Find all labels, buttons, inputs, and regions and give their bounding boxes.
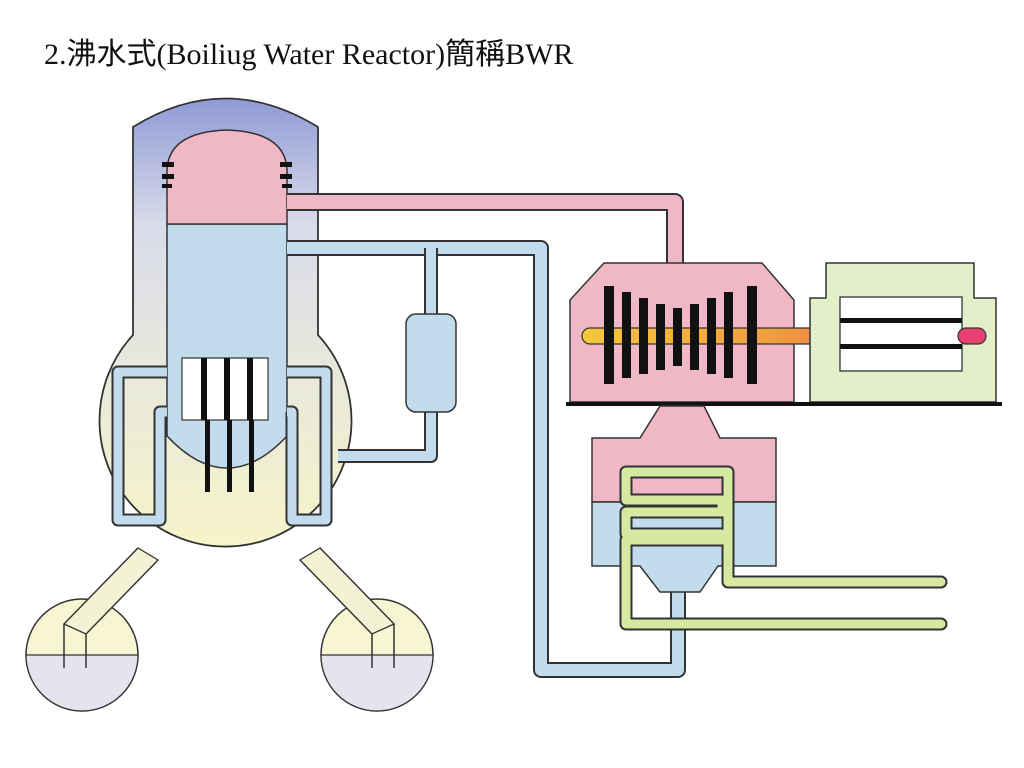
control-rods <box>205 420 254 492</box>
suppression-pool-right <box>320 598 434 712</box>
slide-title: 2.沸水式(Boiliug Water Reactor)簡稱BWR <box>44 38 574 71</box>
shaft-end <box>957 327 987 345</box>
condenser-cooling-coil <box>619 465 948 631</box>
generator-rotor <box>839 296 963 372</box>
reactor-steam-dome <box>166 129 288 225</box>
suppression-pool-left <box>25 598 139 712</box>
turbine-blades <box>604 286 757 384</box>
feedwater-heater <box>405 313 457 413</box>
vent-pipe-right-fill <box>298 547 396 635</box>
main-steam-line <box>287 193 684 268</box>
vessel-head-bolts <box>162 162 292 188</box>
vent-pipe-left-fill <box>62 547 160 635</box>
reactor-core <box>181 357 269 421</box>
